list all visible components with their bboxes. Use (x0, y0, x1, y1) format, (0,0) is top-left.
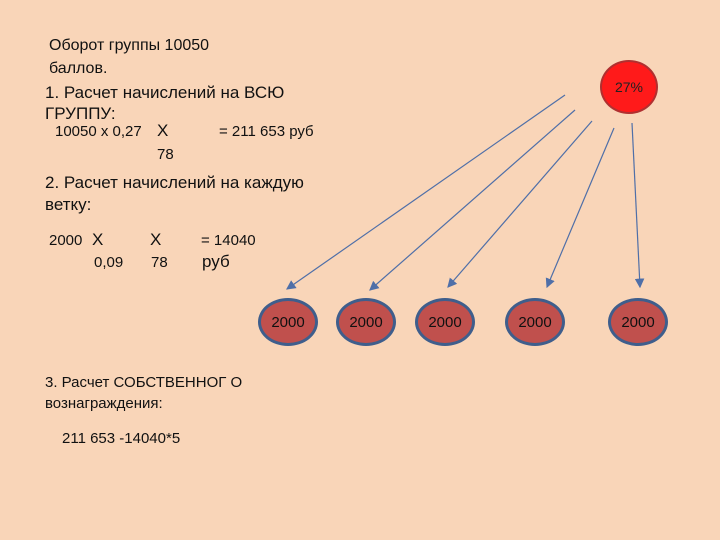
arrow-4 (545, 127, 615, 289)
turnover-line1: Оборот группы 10050 (49, 37, 210, 54)
step1-title-line2: ГРУППУ: (45, 104, 116, 123)
branch-node-3: 2000 (415, 298, 475, 346)
step1-calc: 10050 х 0,27 (55, 123, 142, 140)
step3-title-line2: вознаграждения: (45, 395, 163, 412)
step2-unit: руб (202, 252, 230, 271)
step1-factor: 78 (157, 146, 174, 163)
step2-x2: Х (150, 230, 162, 249)
arrow-5 (631, 122, 645, 289)
branch-node-4: 2000 (505, 298, 565, 346)
step2-c: 78 (151, 254, 168, 271)
branch-node-2: 2000 (336, 298, 396, 346)
step2-b: 0,09 (94, 254, 124, 271)
step2-a: 2000 (49, 232, 83, 249)
branch-node-5: 2000 (608, 298, 668, 346)
step1-title-line1: 1. Расчет начислений на ВСЮ (45, 83, 285, 102)
step1-x: Х (157, 121, 169, 140)
step2-x1: Х (92, 230, 104, 249)
step2-eq: = 14040 (201, 232, 256, 249)
step2-title-line2: ветку: (45, 195, 92, 214)
arrow-1 (286, 94, 566, 290)
step3-calc: 211 653 -14040*5 (62, 430, 181, 447)
step1-result: = 211 653 руб (219, 123, 314, 140)
turnover-line2: баллов. (49, 60, 108, 77)
step3-title-line1: 3. Расчет СОБСТВЕННОГ О (45, 374, 243, 391)
arrow-2 (369, 109, 576, 291)
step2-title-line1: 2. Расчет начислений на каждую (45, 173, 304, 192)
root-percent-node: 27% (600, 60, 658, 114)
arrow-3 (447, 120, 593, 288)
branch-node-1: 2000 (258, 298, 318, 346)
